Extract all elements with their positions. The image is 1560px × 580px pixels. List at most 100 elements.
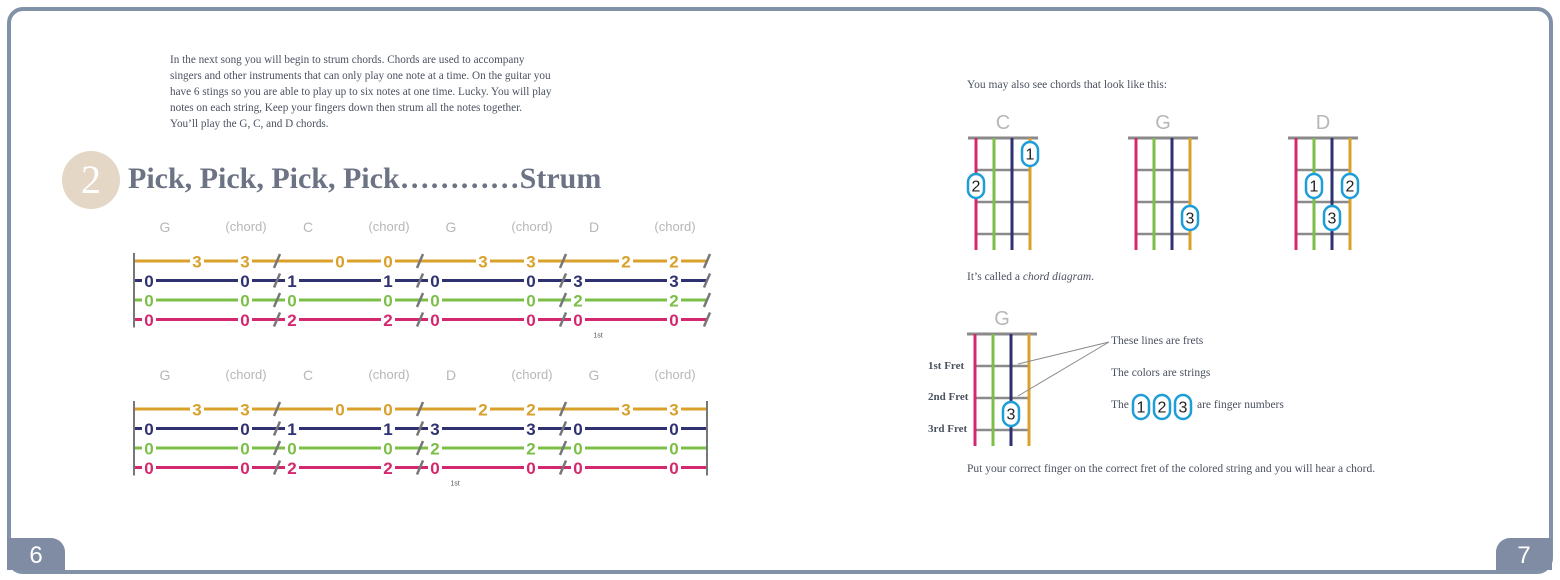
tab-bar-slash (272, 312, 282, 327)
tab-note: 0 (240, 311, 249, 330)
tab-note: 0 (144, 459, 153, 478)
finger-number: 2 (972, 179, 981, 196)
intro-line: have 6 stings so you are able to play up… (170, 86, 552, 98)
tab-chord-name: C (302, 367, 314, 383)
chord-diagram-name: D (1315, 112, 1331, 134)
tab-note-bg (667, 271, 681, 290)
finger-number: 3 (1186, 211, 1195, 228)
tab-note-bg (571, 419, 585, 438)
tab-note-bg (428, 291, 442, 309)
tab-note-bg (571, 271, 585, 290)
tab-note: 0 (383, 401, 392, 420)
tab-note-bg (238, 458, 252, 477)
tab-bar-slash (558, 460, 568, 475)
tab-bar-slash (558, 292, 568, 308)
tab-note-bg (667, 252, 681, 270)
tab-note-bg (667, 419, 681, 438)
finger-marker (1001, 400, 1021, 428)
tab-note-bg (238, 419, 252, 438)
tab-note: 0 (573, 459, 582, 478)
tab-note: 2 (430, 440, 439, 459)
tab-note: 0 (240, 272, 249, 291)
tab-note: 0 (144, 272, 153, 291)
tab-note: 0 (335, 401, 344, 420)
tab-note: 0 (526, 459, 535, 478)
tab-note-bg (428, 458, 442, 477)
tab-note-bg (524, 458, 538, 477)
tab-note-bg (571, 458, 585, 477)
tab-note: 3 (669, 401, 678, 420)
tab-note-bg (381, 458, 395, 477)
finger-number: 1 (1310, 179, 1319, 196)
tab-note: 0 (526, 272, 535, 291)
tab-chord-name: G (159, 367, 171, 383)
tab-note: 0 (526, 292, 535, 311)
tab-note-bg (285, 291, 299, 309)
tab-note: 3 (430, 420, 439, 439)
tab-bar-slash (272, 292, 282, 308)
tab-chord-tag: (chord) (511, 219, 553, 234)
caption-suffix: . (1091, 271, 1095, 283)
tab-note-bg (238, 310, 252, 329)
tab-note-bg (524, 291, 538, 309)
tab-note-bg (333, 252, 347, 270)
tab-bar-slash (415, 312, 425, 327)
finger-number: 3 (1328, 211, 1337, 228)
intro-line: notes on each string, Keep your fingers … (170, 102, 523, 114)
tab-note: 2 (573, 292, 582, 311)
chord-diagram-name: G (1155, 112, 1171, 134)
tab-note: 1 (287, 272, 296, 291)
legend-finger-marker (1152, 393, 1172, 421)
tab-note-bg (142, 271, 156, 290)
tab-chord-name: D (588, 219, 600, 235)
tab-note: 0 (383, 253, 392, 272)
tab-chord-name: G (588, 367, 600, 383)
finger-marker (1020, 140, 1040, 168)
intro-line: singers and other instruments that can o… (170, 70, 551, 82)
legend-finger-marker (1131, 393, 1151, 421)
finger-number: 2 (1346, 179, 1355, 196)
right-intro: You may also see chords that look like t… (967, 79, 1168, 91)
tab-note: 2 (287, 311, 296, 330)
tab-bar-slash (415, 460, 425, 475)
tab-note: 0 (430, 272, 439, 291)
finger-marker (966, 172, 986, 200)
tab-bar-slash (415, 440, 425, 456)
tab-bar-slash (558, 421, 568, 436)
finger-number: 3 (1007, 407, 1016, 424)
tab-bar-slash (558, 440, 568, 456)
tab-chord-tag: (chord) (654, 367, 696, 382)
tab-note-bg (524, 310, 538, 329)
tab-note-bg (571, 291, 585, 309)
tab-note-bg (333, 400, 347, 418)
tab-note: 2 (526, 401, 535, 420)
tab-note-bg (190, 252, 204, 270)
tab-note: 0 (573, 311, 582, 330)
tab-note: 0 (526, 311, 535, 330)
tab-chord-tag: (chord) (225, 367, 267, 382)
legend-finger-number: 2 (1158, 400, 1167, 417)
tab-note: 1 (383, 272, 392, 291)
tab-note-bg (381, 310, 395, 329)
tab-note: 3 (240, 401, 249, 420)
tab-chord-name: D (445, 367, 457, 383)
finger-marker (1340, 172, 1360, 200)
tab-note: 0 (144, 292, 153, 311)
tab-note: 0 (287, 292, 296, 311)
tab-bar-slash (558, 312, 568, 327)
legend-numbers-prefix: The (1111, 399, 1129, 411)
tab-chord-tag: (chord) (368, 367, 410, 382)
tab-note-bg (381, 400, 395, 418)
tab-note-bg (524, 419, 538, 438)
tab-note: 0 (144, 420, 153, 439)
tab-note-bg (524, 400, 538, 418)
tab-note: 2 (669, 292, 678, 311)
tab-note: 0 (669, 440, 678, 459)
tab-note-bg (667, 310, 681, 329)
